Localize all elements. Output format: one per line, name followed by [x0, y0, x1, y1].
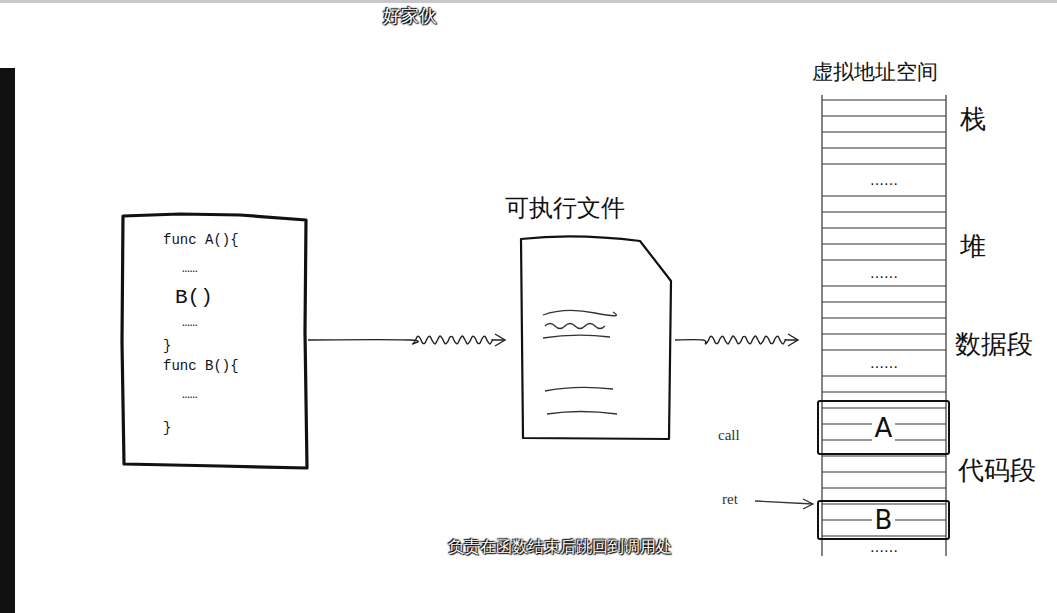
- source-code-box-outline: [120, 212, 308, 470]
- function-name: B: [872, 507, 896, 533]
- code-ellipsis: ……: [182, 388, 198, 403]
- function-block: A: [817, 400, 950, 455]
- connector-line: [675, 336, 798, 344]
- memory-row: [822, 317, 946, 318]
- memory-row: [822, 211, 946, 212]
- squiggle-arrow: [675, 334, 798, 346]
- segment-label: 数据段: [955, 330, 1033, 360]
- memory-row: [822, 471, 946, 472]
- segment-label: 堆: [960, 232, 986, 262]
- memory-row: [822, 487, 946, 488]
- memory-row: [822, 163, 946, 164]
- connector-line: [308, 336, 505, 344]
- outline-path: [521, 236, 671, 439]
- instruction-label: call: [718, 427, 740, 444]
- memory-row: [822, 391, 946, 392]
- code-call: B(): [175, 286, 213, 310]
- top-bar: [0, 0, 1057, 3]
- ret-pointer: [755, 499, 813, 509]
- memory-row: [822, 147, 946, 148]
- memory-row: [822, 195, 946, 196]
- segment-label: 栈: [960, 105, 986, 135]
- segment-label: 代码段: [958, 456, 1036, 486]
- memory-row: [822, 333, 946, 334]
- memory-row: [822, 535, 946, 536]
- squiggle-arrow: [308, 334, 505, 346]
- memory-row: [822, 349, 946, 350]
- file-content-scribble: [545, 324, 605, 329]
- subtitle: 负责在函数结束后跳回到调用处: [448, 538, 672, 556]
- function-block: B: [817, 500, 950, 540]
- memory-row: [822, 227, 946, 228]
- memory-column: [822, 95, 946, 556]
- source-code-box: func A(){ …… B() ……} func B(){ ……}: [120, 212, 308, 470]
- arrow-head: [788, 334, 798, 346]
- file-content-scribble: [543, 335, 610, 338]
- executable-file: 可执行文件: [505, 195, 675, 443]
- arrow-head: [495, 334, 505, 346]
- file-content-scribble: [545, 387, 613, 391]
- file-title: 可执行文件: [505, 195, 625, 223]
- function-name: A: [872, 415, 896, 441]
- memory-row: [822, 503, 946, 504]
- code-ellipsis: ……: [182, 316, 198, 331]
- memory-row: [822, 243, 946, 244]
- ellipsis: ……: [870, 265, 898, 281]
- instruction-label: ret: [722, 491, 738, 508]
- arrow-head: [803, 499, 813, 509]
- memory-row: [822, 99, 946, 100]
- code-line: func A(){: [163, 232, 239, 248]
- executable-file-outline: [505, 195, 675, 443]
- code-line: }: [163, 420, 171, 436]
- ellipsis: ……: [870, 355, 898, 371]
- danmaku-comment: 好家伙: [383, 6, 437, 27]
- memory-row: [822, 285, 946, 286]
- space-title: 虚拟地址空间: [812, 60, 938, 84]
- ellipsis: ……: [870, 172, 898, 188]
- memory-row: [822, 131, 946, 132]
- file-content-scribble: [547, 412, 617, 415]
- memory-row: [822, 455, 946, 456]
- memory-row: [822, 301, 946, 302]
- memory-row: [822, 375, 946, 376]
- left-strip: [0, 68, 15, 613]
- memory-row: [822, 259, 946, 260]
- ellipsis: ……: [870, 539, 898, 555]
- address-space: 虚拟地址空间 A B: [798, 55, 958, 560]
- code-line: }: [163, 338, 171, 354]
- memory-row: [822, 407, 946, 408]
- code-line: func B(){: [163, 358, 239, 374]
- code-ellipsis: ……: [182, 262, 198, 277]
- outline-path: [122, 214, 307, 468]
- leader-line: [755, 501, 813, 504]
- memory-row: [822, 115, 946, 116]
- file-content-scribble: [543, 310, 616, 315]
